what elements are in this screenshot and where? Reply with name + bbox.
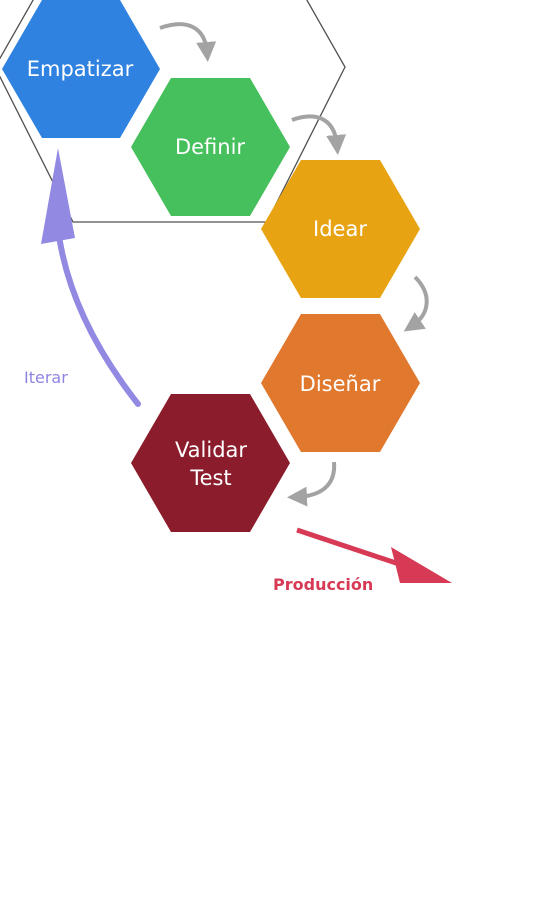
- produccion-arrowhead: [391, 547, 452, 583]
- stage-label-validar: Validar: [175, 438, 247, 462]
- hexagon-disenar: [261, 314, 420, 452]
- produccion-label: Producción: [273, 575, 373, 594]
- stage-label-empatizar: Empatizar: [27, 57, 134, 81]
- connector-arrow-disenar-validar: [287, 461, 337, 507]
- hexagon-definir: [131, 78, 290, 216]
- stage-idear: Idear: [261, 160, 420, 298]
- stage-validar: Validar Test: [131, 394, 290, 532]
- iterar-arrowhead: [41, 148, 75, 244]
- produccion-arrow: [296, 527, 403, 568]
- hexagon-idear: [261, 160, 420, 298]
- outline-hexagon: [0, 0, 346, 223]
- connector-arrow-idear-disenar: [403, 275, 429, 332]
- stage-label-disenar: Diseñar: [300, 372, 381, 396]
- stage-empatizar: Empatizar: [2, 0, 160, 138]
- stage-label-idear: Idear: [313, 217, 367, 241]
- stage-definir: Definir: [131, 78, 290, 216]
- hexagon-validar: [131, 394, 290, 532]
- hexagon-empatizar: [2, 0, 160, 138]
- iterar-label: Iterar: [24, 368, 68, 387]
- stage-label-definir: Definir: [175, 135, 245, 159]
- connector-arrow-empatizar-definir: [159, 22, 217, 62]
- iterar-arrow: [56, 233, 141, 407]
- connector-arrow-definir-idear: [291, 114, 347, 155]
- stage-disenar: Diseñar: [261, 314, 420, 452]
- stage-label-test: Test: [189, 466, 231, 490]
